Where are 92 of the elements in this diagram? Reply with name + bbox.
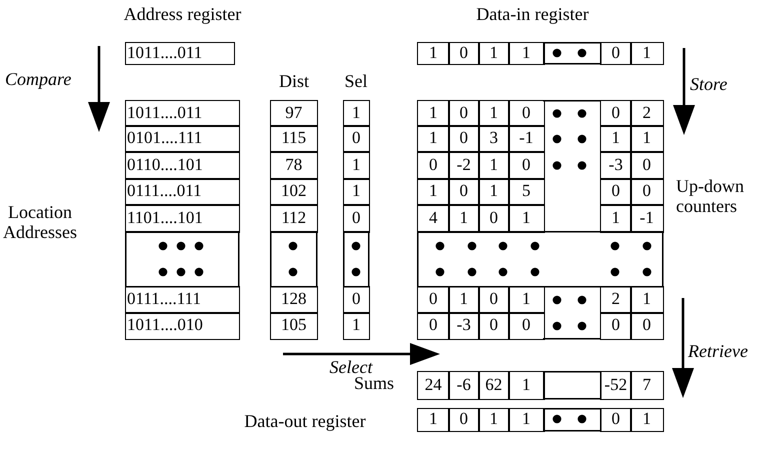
table-cell: 1 xyxy=(343,178,370,206)
table-cell: 0 xyxy=(478,204,510,232)
table-cell: 0 xyxy=(478,286,510,314)
table-cell: 0 xyxy=(600,408,632,432)
table-cell: 0 xyxy=(600,312,632,340)
heading-text: Data-in register xyxy=(475,3,590,26)
table-cell: 1 xyxy=(417,125,450,152)
table-cell: 0 xyxy=(630,178,664,206)
table-cell: 1 xyxy=(478,151,510,180)
table-cell: 0 xyxy=(630,151,664,180)
table-cell: 1 xyxy=(343,312,370,340)
table-cell: 2 xyxy=(630,100,664,126)
table-cell: 0 xyxy=(343,286,370,314)
table-cell: 1 xyxy=(343,100,370,126)
table-cell: 1 xyxy=(600,125,632,152)
table-cell: 1 xyxy=(478,408,510,432)
table-cell: 1 xyxy=(630,408,664,432)
table-cell: 24 xyxy=(417,371,450,400)
table-cell: 0 xyxy=(508,100,544,126)
table-cell: 7 xyxy=(630,371,664,400)
table-cell: -3 xyxy=(448,312,480,340)
table-cell: -3 xyxy=(600,151,632,180)
heading-text: Dist xyxy=(278,70,310,94)
table-cell: 1 xyxy=(478,42,510,64)
table-cell: 1 xyxy=(600,204,632,232)
heading-text: Up-down counters xyxy=(676,177,745,217)
table-cell: 0 xyxy=(508,312,544,340)
table-cell: 1 xyxy=(448,286,480,314)
table-cell: 1 xyxy=(508,371,544,400)
step-label: Compare xyxy=(5,68,72,92)
table-cell: 0 xyxy=(448,100,480,126)
table-cell: 1 xyxy=(417,100,450,126)
table-cell: 115 xyxy=(270,125,318,152)
step-label: Retrieve xyxy=(688,340,749,364)
table-cell: 0 xyxy=(448,408,480,432)
table-cell: 1011....011 xyxy=(125,42,234,64)
table-cell: 1 xyxy=(417,178,450,206)
table-cell: 0 xyxy=(343,204,370,232)
table-cell: 1 xyxy=(417,42,450,64)
table-cell: 0 xyxy=(630,312,664,340)
table-cell: 105 xyxy=(270,312,318,340)
table-cell: 1 xyxy=(508,204,544,232)
table-cell: 1 xyxy=(508,42,544,64)
heading-text: Location Addresses xyxy=(2,203,78,243)
table-cell: 128 xyxy=(270,286,318,314)
table-cell: 0111....111 xyxy=(125,286,240,314)
table-cell: 1011....011 xyxy=(125,100,240,126)
table-cell: 0 xyxy=(417,151,450,180)
table-cell: 0111....011 xyxy=(125,178,240,206)
table-cell: 1 xyxy=(630,125,664,152)
table-cell: 1 xyxy=(478,100,510,126)
table-cell: 1 xyxy=(448,204,480,232)
table-cell: 1 xyxy=(508,286,544,314)
table-cell: 0 xyxy=(343,125,370,152)
table-cell: 0110....101 xyxy=(125,151,240,180)
table-cell: 3 xyxy=(478,125,510,152)
table-cell: -1 xyxy=(508,125,544,152)
table-cell: 1 xyxy=(343,151,370,180)
table-cell: 1101....101 xyxy=(125,204,240,232)
heading-text: Address register xyxy=(122,3,242,26)
table-cell: 62 xyxy=(478,371,510,400)
table-cell: 0 xyxy=(448,125,480,152)
table-cell: 0 xyxy=(508,151,544,180)
table-cell: -6 xyxy=(448,371,480,400)
table-cell: 78 xyxy=(270,151,318,180)
table-cell: 97 xyxy=(270,100,318,126)
table-cell: 0101....111 xyxy=(125,125,240,152)
table-cell: -2 xyxy=(448,151,480,180)
table-cell: 0 xyxy=(600,42,632,64)
step-label: Store xyxy=(690,73,728,96)
table-cell: 0 xyxy=(600,100,632,126)
table-cell: 0 xyxy=(417,286,450,314)
table-cell: 2 xyxy=(600,286,632,314)
table-cell: 112 xyxy=(270,204,318,232)
table-cell: 4 xyxy=(417,204,450,232)
table-cell: -1 xyxy=(630,204,664,232)
heading-text: Sel xyxy=(343,70,368,94)
table-cell: 1 xyxy=(417,408,450,432)
table-cell: 0 xyxy=(448,178,480,206)
table-cell: 5 xyxy=(508,178,544,206)
table-cell: 1 xyxy=(508,408,544,432)
table-cell: 0 xyxy=(600,178,632,206)
table-cell: 0 xyxy=(448,42,480,64)
table-cell: 1 xyxy=(630,42,664,64)
table-cell: 1 xyxy=(478,178,510,206)
table-cell: 0 xyxy=(417,312,450,340)
table-cell: 1 xyxy=(630,286,664,314)
table-cell: 102 xyxy=(270,178,318,206)
table-cell: -52 xyxy=(600,371,632,400)
table-cell: 0 xyxy=(478,312,510,340)
table-cell: 1011....010 xyxy=(125,312,240,340)
heading-text: Data-out register xyxy=(243,410,367,434)
